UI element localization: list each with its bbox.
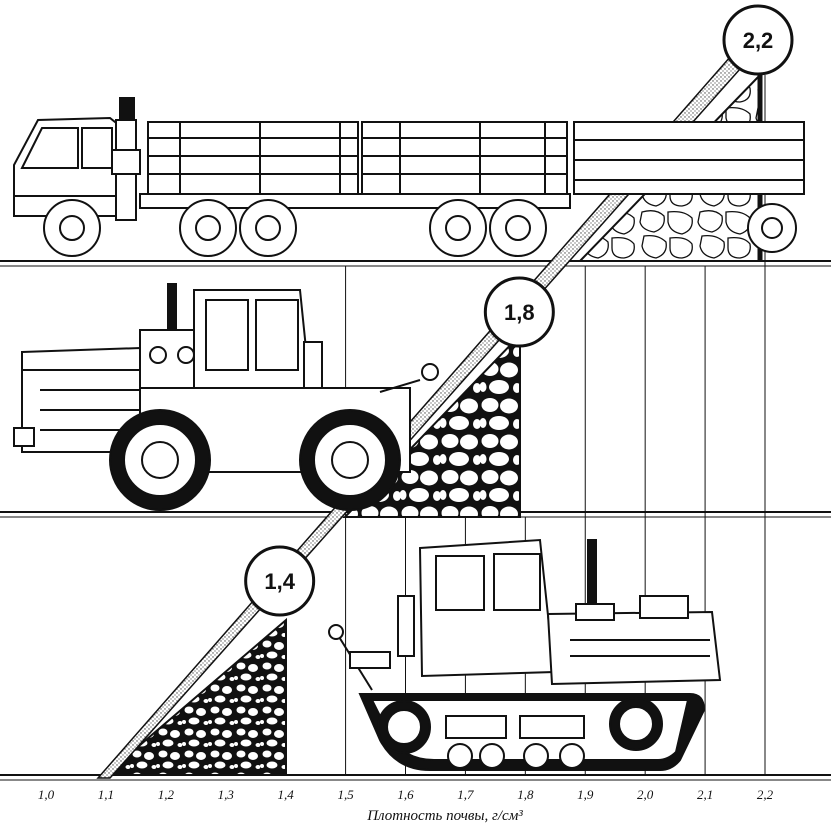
badge-label: 1,8 xyxy=(504,300,535,325)
tick-label: 1,3 xyxy=(218,787,235,802)
badge-label: 1,4 xyxy=(264,569,295,594)
tick-label: 1,5 xyxy=(337,787,354,802)
badge-2-2: 2,2 xyxy=(722,4,794,76)
badge-circle xyxy=(722,4,794,76)
axis-tick-labels: 1,0 1,1 1,2 1,3 1,4 1,5 1,6 1,7 1,8 1,9 2,0 2,1 2,2 xyxy=(38,787,774,802)
tick-label: 1,0 xyxy=(38,787,55,802)
tick-label: 1,1 xyxy=(98,787,114,802)
stone-wedge-1-4 xyxy=(102,617,287,776)
badge-1-8: 1,8 xyxy=(483,276,555,348)
tick-label: 2,0 xyxy=(637,787,654,802)
tick-label: 1,4 xyxy=(278,787,295,802)
badge-circle xyxy=(244,545,316,617)
tick-label: 1,7 xyxy=(457,787,474,802)
badge-1-4: 1,4 xyxy=(244,545,316,617)
badge-circle xyxy=(483,276,555,348)
badge-label: 2,2 xyxy=(743,28,774,53)
tick-label: 1,9 xyxy=(577,787,594,802)
tick-label: 1,6 xyxy=(397,787,414,802)
tick-label: 1,2 xyxy=(158,787,175,802)
axis-title: Плотность почвы, г/см³ xyxy=(366,808,523,824)
wheeled-tractor xyxy=(13,283,439,511)
tick-label: 2,1 xyxy=(697,787,713,802)
density-badges: 1,4 1,8 2,2 xyxy=(244,4,794,617)
truck-with-trailer xyxy=(13,97,805,257)
tick-label: 1,8 xyxy=(517,787,534,802)
tick-label: 2,2 xyxy=(757,787,774,802)
crawler-tractor xyxy=(328,538,722,771)
